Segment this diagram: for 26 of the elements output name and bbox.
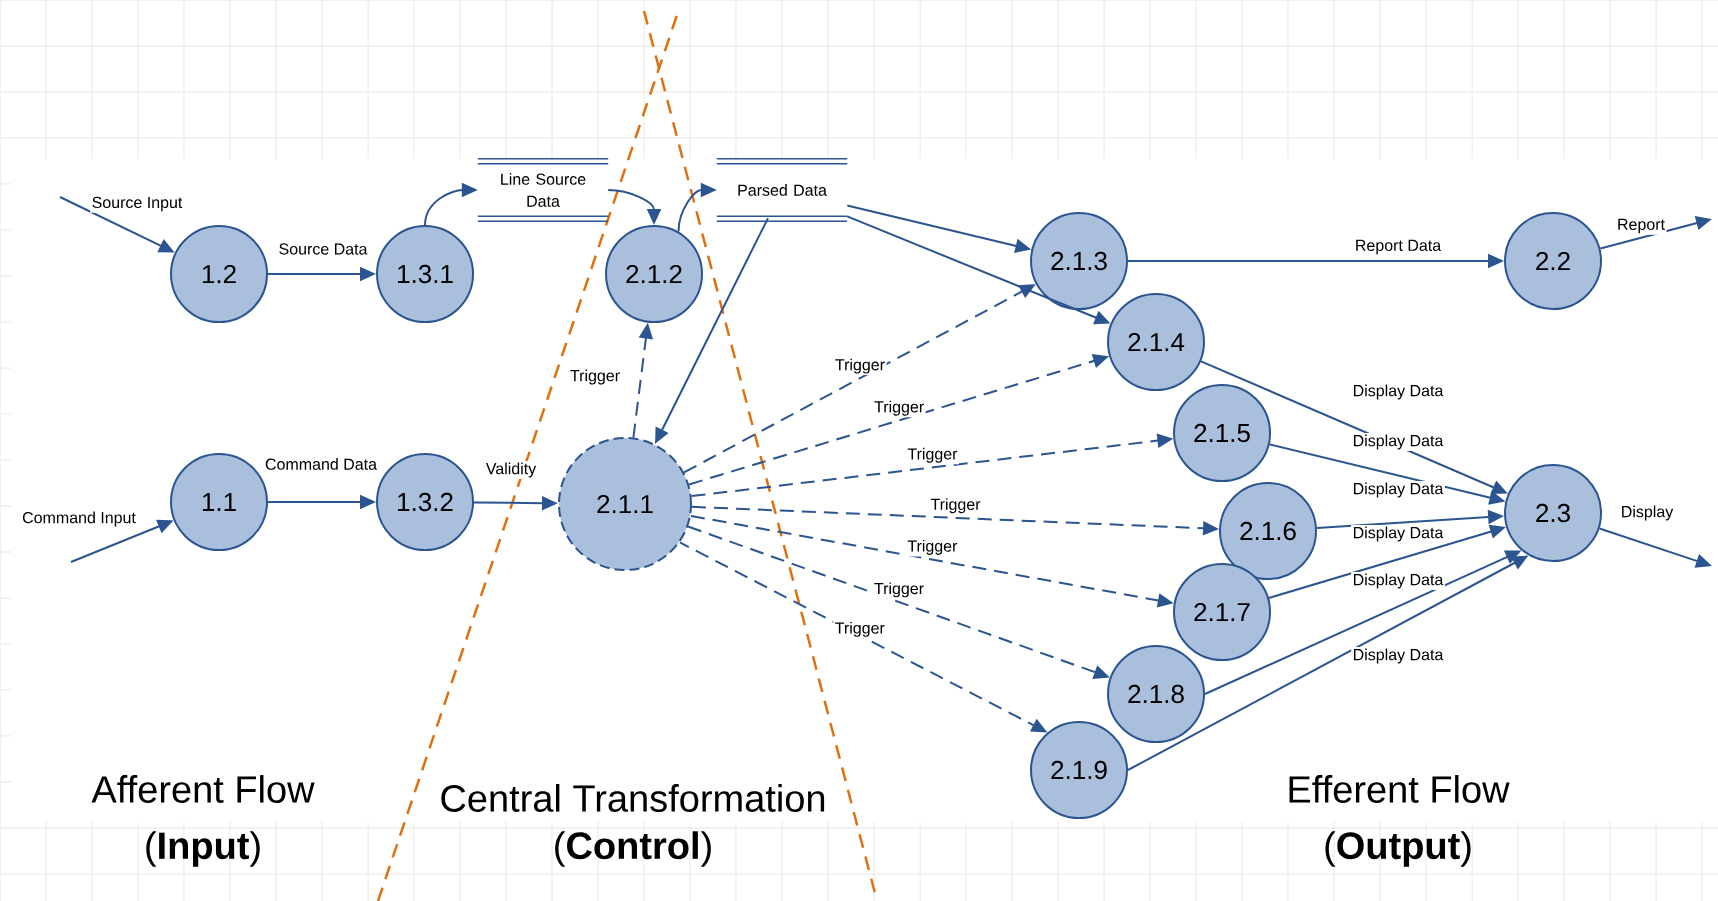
edge-label: Trigger [568, 368, 622, 386]
edge-label: Command Input [20, 510, 138, 528]
edge-label: Display Data [1351, 383, 1445, 401]
edge-label: Trigger [872, 399, 926, 418]
region-heading: (Output) [1325, 831, 1471, 867]
edge-label: Validity [484, 461, 538, 479]
edge-label: Display Data [1351, 481, 1445, 499]
edge-label: Display Data [1351, 525, 1445, 543]
region-heading: (Input) [146, 831, 260, 867]
region-heading: Central Transformation [441, 784, 825, 812]
data-store: Line Source Data [477, 158, 609, 222]
edge-label: Trigger [905, 446, 959, 465]
data-store: Parsed Data [716, 158, 848, 222]
edge-label: Trigger [905, 538, 959, 557]
edge-label: Report [1615, 217, 1667, 235]
edge-label: Report Data [1353, 238, 1443, 256]
edge-label: Trigger [833, 620, 887, 639]
edge-label: Source Input [90, 195, 184, 213]
edge-label: Display [1619, 504, 1675, 522]
region-heading: (Control) [555, 831, 711, 867]
region-heading: Afferent Flow [91, 775, 315, 803]
edge-label: Display Data [1351, 647, 1445, 665]
edge-label: Trigger [833, 357, 887, 376]
region-heading: Efferent Flow [1289, 775, 1510, 803]
edge-label: Display Data [1351, 572, 1445, 590]
edge-label: Display Data [1351, 433, 1445, 451]
